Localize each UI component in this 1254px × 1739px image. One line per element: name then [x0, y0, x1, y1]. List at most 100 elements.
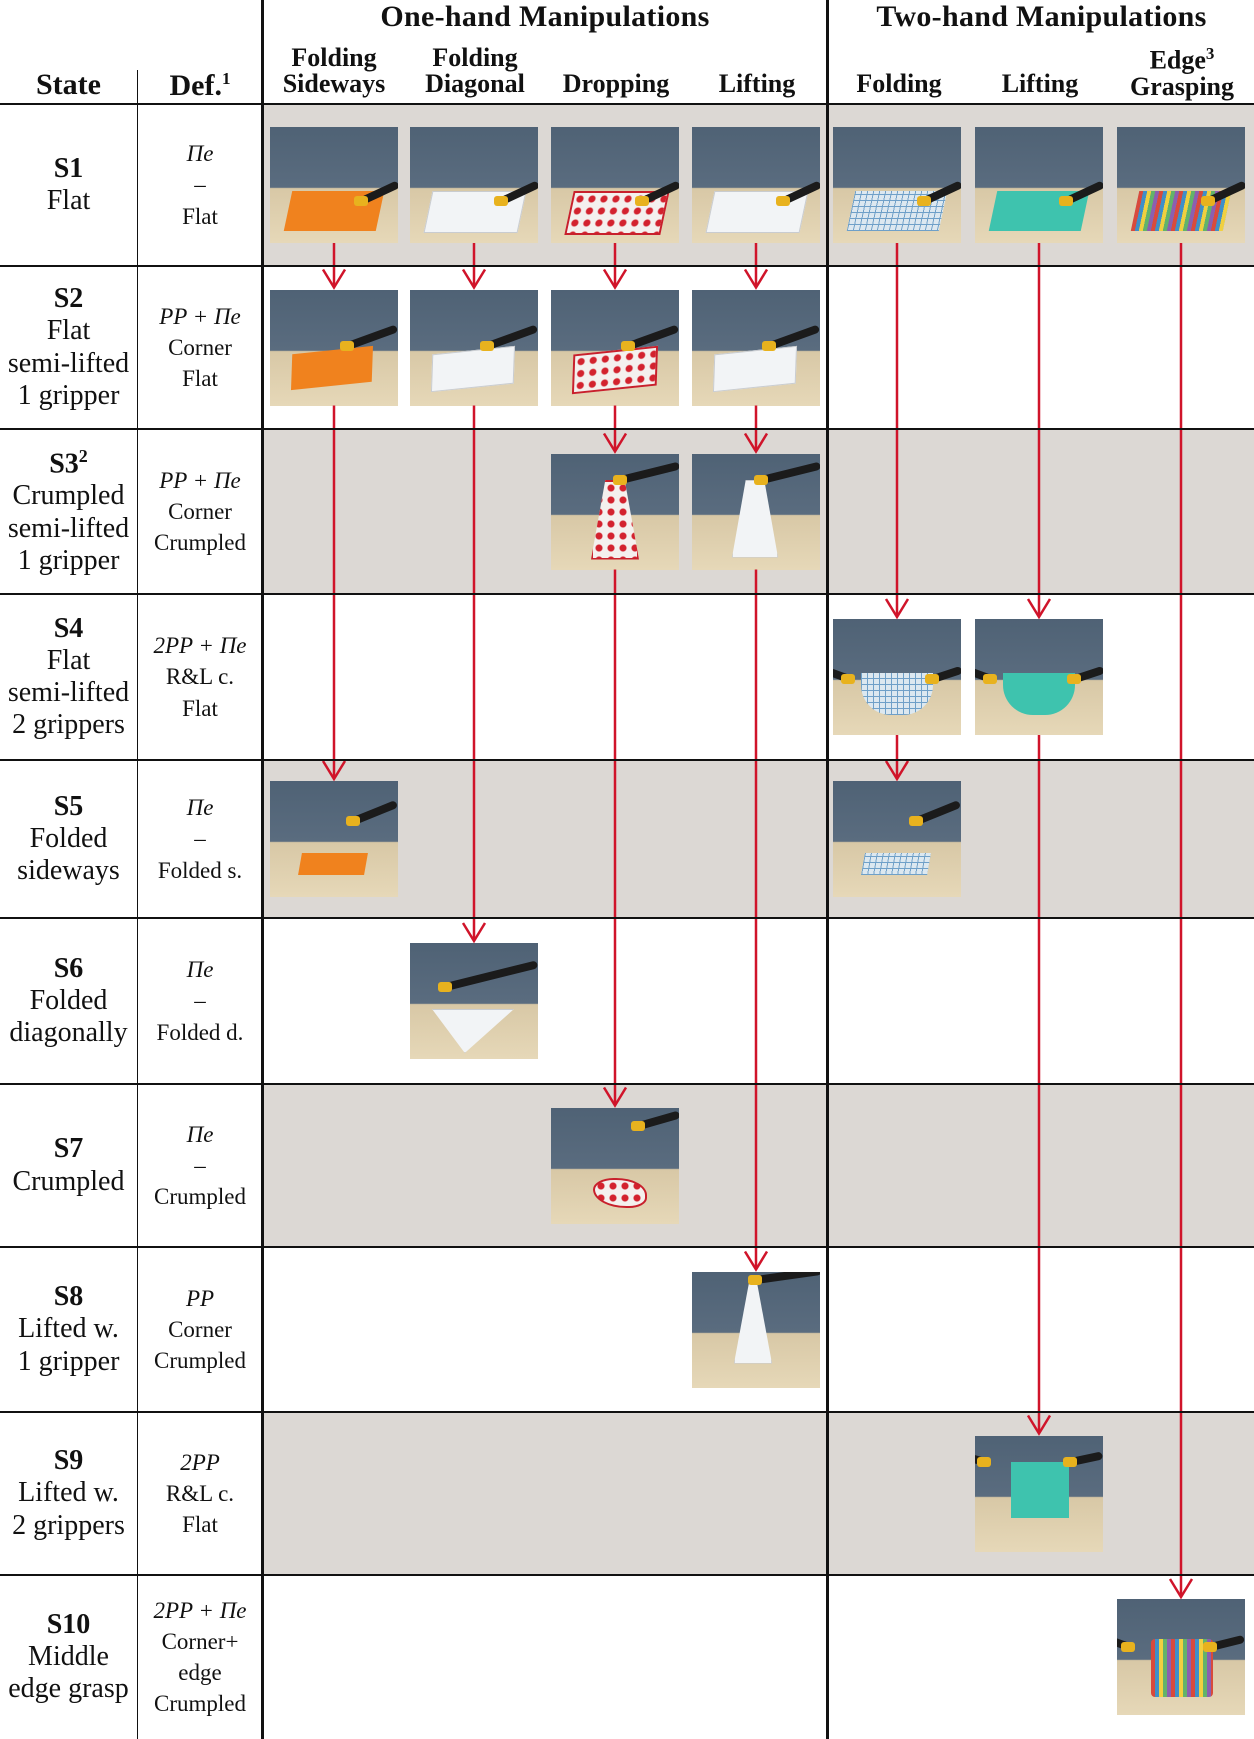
definition-line: Crumpled: [154, 530, 246, 556]
state-name-line: sideways: [17, 855, 120, 887]
state-name-line: Lifted w.: [18, 1477, 119, 1509]
gripper-icon: [621, 340, 635, 351]
gripper-icon: [925, 674, 939, 684]
column-header-dropping: Dropping: [562, 69, 670, 98]
gripper-icon: [1201, 196, 1215, 206]
transition-arrow: [1168, 243, 1194, 1600]
state-id: S4: [53, 612, 84, 644]
cloth-photo: [551, 453, 679, 570]
cloth: [1151, 1639, 1213, 1697]
column-header-folding-two-hand: Folding: [856, 69, 942, 98]
gripper-icon: [977, 1456, 991, 1467]
definition-line: Flat: [182, 366, 218, 392]
gripper-icon: [909, 816, 923, 826]
gripper-icon: [1121, 1642, 1135, 1652]
group-header-two-hand: Two-hand Manipulations: [829, 2, 1254, 32]
definition-cell-s6: Πe–Folded d.: [139, 918, 261, 1084]
definition-line: Folded s.: [157, 857, 243, 883]
cloth-photo: [270, 289, 398, 406]
grid-vline-def: [261, 0, 264, 1739]
cloth: [1003, 673, 1075, 715]
state-name-line: edge grasp: [8, 1673, 129, 1705]
grid-hline: [0, 917, 1254, 919]
cloth-photo: [833, 127, 961, 243]
definition-line: Flat: [182, 203, 218, 229]
column-header-lifting-two-hand: Lifting: [1001, 69, 1079, 98]
state-name-line: diagonally: [9, 1017, 128, 1049]
state-name-line: Folded: [29, 984, 108, 1016]
cloth-photo: [833, 781, 961, 897]
cloth: [861, 673, 933, 715]
state-id: S5: [53, 790, 84, 822]
transition-arrow: [884, 243, 910, 620]
cloth-photo: [1117, 1599, 1245, 1715]
cloth-photo: [692, 1271, 820, 1388]
group-header-one-hand-label: One-hand Manipulations: [380, 0, 710, 33]
transition-arrow: [743, 569, 769, 1272]
cloth-photo: [551, 1107, 679, 1224]
grid-hline: [0, 593, 1254, 595]
gripper-icon: [1067, 674, 1081, 684]
state-id: S7: [53, 1133, 84, 1165]
row-band-s5: [262, 760, 1254, 918]
state-name-line: 1 gripper: [17, 1345, 120, 1377]
definition-cell-s1: Πe–Flat: [139, 104, 261, 266]
gripper-icon: [480, 340, 494, 351]
state-id: S1: [53, 152, 84, 184]
cloth-photo: [410, 289, 538, 406]
grid-hline: [0, 1083, 1254, 1085]
state-name-line: 2 grippers: [12, 1509, 125, 1541]
state-name-line: Middle: [28, 1640, 109, 1672]
cloth-photo: [551, 289, 679, 406]
state-id: S8: [53, 1281, 84, 1313]
transition-arrow: [461, 405, 487, 944]
grid-vline-groups: [826, 0, 829, 1739]
gripper-icon: [754, 474, 768, 485]
definition-line: R&L c.: [165, 1480, 235, 1506]
state-id: S32: [49, 445, 88, 480]
definition-line: 2PP: [180, 1449, 220, 1475]
cloth-photo: [1117, 127, 1245, 243]
definition-line: Corner: [168, 334, 232, 360]
state-name-line: semi-lifted: [7, 512, 130, 544]
state-name-line: Flat: [46, 315, 91, 347]
definition-line: Corner: [168, 1316, 232, 1342]
grid-vline-left: [137, 70, 138, 1739]
transition-arrow: [1026, 243, 1052, 620]
state-name-line: semi-lifted: [7, 677, 130, 708]
definition-line: Crumpled: [154, 1348, 246, 1374]
definition-line: R&L c.: [165, 664, 235, 690]
cloth: [593, 1177, 647, 1208]
state-id: S2: [53, 283, 84, 315]
cloth-photo: [833, 619, 961, 735]
gripper-icon: [340, 340, 354, 351]
cloth-photo: [975, 127, 1103, 243]
gripper-icon: [1203, 1642, 1217, 1652]
definition-cell-s5: Πe–Folded s.: [139, 760, 261, 918]
definition-line: Crumpled: [154, 1691, 246, 1717]
definition-line: Πe: [186, 141, 214, 167]
definition-line: Πe: [186, 795, 214, 821]
state-name-line: Lifted w.: [18, 1313, 119, 1345]
gripper-icon: [776, 196, 790, 206]
definition-line: 2PP + Πe: [153, 1597, 247, 1623]
cloth-photo: [270, 127, 398, 243]
transition-arrow: [321, 405, 347, 782]
cloth-photo: [692, 127, 820, 243]
cloth-photo: [692, 289, 820, 406]
